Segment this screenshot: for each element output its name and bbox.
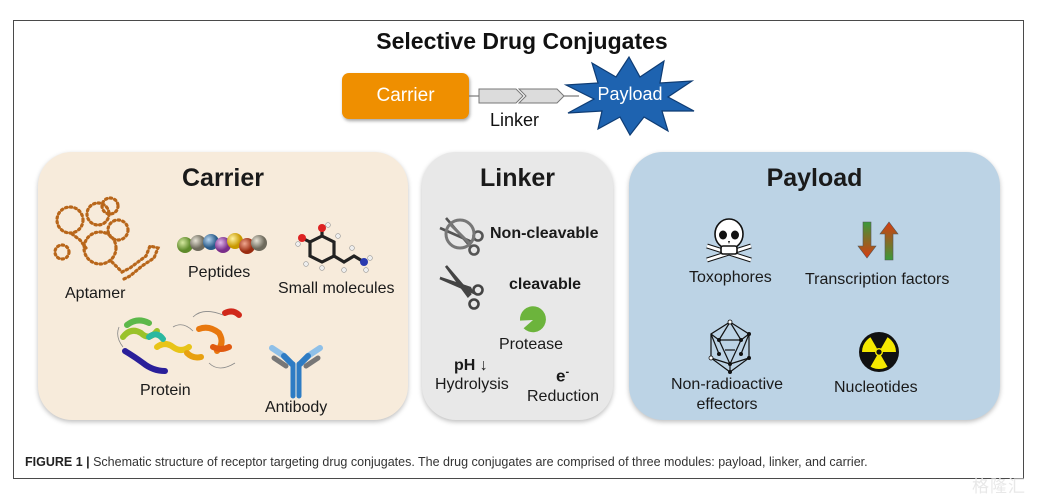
figure-number: FIGURE 1 | <box>25 455 90 469</box>
electron-symbol: e- <box>556 366 569 387</box>
non-radioactive-line2: effectors <box>696 396 758 413</box>
peptides-icon <box>177 233 267 254</box>
payload-panel: Payload Toxophores Transcription factors <box>629 152 1000 420</box>
cleavable-label: cleavable <box>509 276 582 293</box>
protein-icon <box>117 308 242 374</box>
scissors-icon <box>439 265 484 310</box>
skull-crossbones-icon <box>706 218 752 263</box>
carrier-panel-title: Carrier <box>182 164 264 192</box>
antibody-label: Antibody <box>265 399 328 416</box>
linker-segment-1 <box>478 88 524 104</box>
schematic-carrier-label: Carrier <box>376 85 435 106</box>
figure-caption: FIGURE 1 | Schematic structure of recept… <box>25 455 868 469</box>
schematic-carrier-box: Carrier <box>342 73 469 119</box>
protease-label: Protease <box>499 336 564 353</box>
electron-charge: - <box>565 366 570 378</box>
radiation-icon <box>859 332 899 372</box>
watermark-logo: 格隆汇 <box>972 477 1026 497</box>
schematic-linker-label: Linker <box>490 110 540 130</box>
toxophores-label: Toxophores <box>689 269 772 286</box>
carrier-panel: Carrier Aptamer Peptides <box>38 152 408 420</box>
hydrolysis-label: Hydrolysis <box>435 376 509 393</box>
figure-frame <box>13 20 1024 479</box>
protein-label: Protein <box>140 382 191 399</box>
nucleotides-label: Nucleotides <box>834 379 918 396</box>
up-down-arrows-icon <box>857 221 899 261</box>
transcription-factors-label: Transcription factors <box>805 271 950 288</box>
reduction-label: Reduction <box>527 388 600 405</box>
non-radioactive-effectors-label: Non-radioactive effectors <box>667 375 787 415</box>
payload-starburst-icon: Payload <box>563 55 695 137</box>
linker-segment-2 <box>517 88 565 104</box>
aptamer-label: Aptamer <box>65 285 126 302</box>
protease-icon <box>520 306 546 333</box>
linker-panel: Linker Non-cleavable cleavable Protease … <box>422 152 613 420</box>
crossed-scissors-icon <box>439 217 484 256</box>
caption-text: Schematic structure of receptor targetin… <box>89 455 868 469</box>
figure-title: Selective Drug Conjugates <box>376 28 668 54</box>
non-radioactive-line1: Non-radioactive <box>670 376 784 393</box>
icosahedron-icon <box>708 319 751 374</box>
non-cleavable-label: Non-cleavable <box>490 225 599 242</box>
peptides-label: Peptides <box>188 264 251 281</box>
aptamer-icon <box>53 196 161 282</box>
ph-symbol: pH ↓ <box>454 357 488 374</box>
linker-panel-title: Linker <box>479 164 556 192</box>
schematic-linker-chain <box>469 88 579 104</box>
payload-panel-title: Payload <box>766 164 863 192</box>
antibody-icon <box>269 345 323 399</box>
schematic-payload-label: Payload <box>597 84 662 104</box>
small-molecule-icon <box>295 222 373 273</box>
small-molecules-label: Small molecules <box>278 280 395 297</box>
electron-e: e <box>556 366 566 386</box>
